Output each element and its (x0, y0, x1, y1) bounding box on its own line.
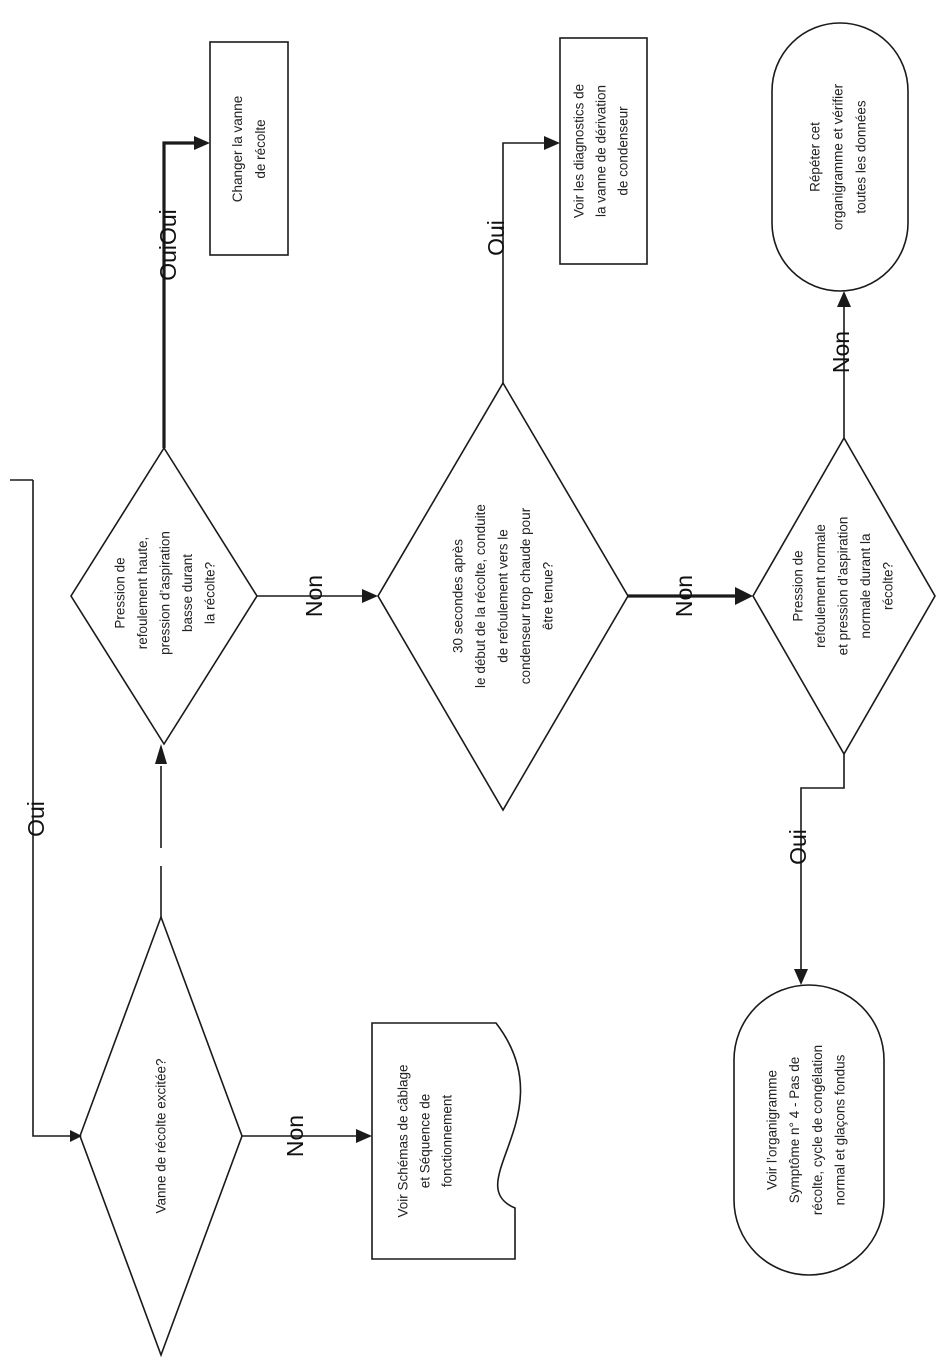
node-text-line: pression d’aspiration (158, 531, 173, 655)
node-text-line: condenseur trop chaude pour (518, 507, 533, 684)
voir-organigramme-label: Voir l’organigramme Symptôme n° 4 - Pas d… (765, 1045, 848, 1215)
node-text-line: récolte, cycle de congélation (810, 1045, 825, 1215)
trente-secondes-diamond (377, 381, 629, 812)
pression-haute-diamond (70, 446, 258, 746)
vanne-excitee-label: Vanne de récolte excitée? (154, 1058, 169, 1213)
pression-haute-label: Pression de refoulement haute, pression d’… (113, 531, 218, 655)
node-text-line: la vanne de dérivation (594, 85, 609, 217)
changer-vanne-label: Changer la vanne de récolte (230, 96, 268, 203)
edge-oui-diag-line (502, 142, 546, 383)
repeter-label: Répéter cet organigramme et vérifier toute… (808, 83, 869, 230)
node-text-line: refoulement haute, (135, 537, 150, 650)
node-text-line: Voir l’organigramme (765, 1070, 780, 1190)
voir-diagnostics-label: Voir les diagnostics de la vanne de dériv… (572, 84, 631, 218)
node-text-line: normale durant la (858, 533, 873, 639)
node-text-line: Répéter cet (808, 122, 823, 192)
node-text-line: de récolte (253, 119, 268, 178)
node-text-line: la récolte? (203, 562, 218, 624)
node-text-line: Changer la vanne (230, 96, 245, 203)
edge-oui-top-line (32, 480, 80, 1137)
node-text-line: de condenseur (616, 106, 631, 196)
edge-ouioui-line (162, 141, 196, 448)
voir-schemas-label: Voir Schémas de câblage et Séquence de fon… (396, 1064, 455, 1217)
edge-label-oui-top: Oui (23, 801, 49, 837)
node-text-line: Symptôme n° 4 - Pas de (787, 1057, 802, 1203)
edge-label-non-schemas: Non (282, 1115, 308, 1157)
vanne-excitee-diamond (79, 914, 243, 1357)
trente-secondes-label: 30 secondes après le début de la récolte,… (451, 504, 556, 688)
node-text-line: et Séquence de (418, 1094, 433, 1189)
pression-normale-label: Pression de refoulement normale et pressio… (791, 517, 896, 656)
node-text-line: et pression d’aspiration (836, 517, 851, 656)
voir-schemas-document (371, 1022, 522, 1260)
node-text-line: Voir Schémas de câblage (396, 1064, 411, 1217)
edge-label-oui-org: Oui (785, 829, 811, 865)
node-text-line: Pression de (113, 557, 128, 628)
edge-oui-org-line (800, 754, 845, 971)
voir-organigramme-terminator (733, 984, 885, 1276)
node-text-line: fonctionnement (440, 1095, 455, 1188)
node-text-line: toutes les données (854, 100, 869, 214)
edge-label-non-trente: Non (301, 575, 327, 617)
node-text-line: de refoulement vers le (496, 529, 511, 663)
changer-vanne-box (209, 41, 289, 256)
edge-label-non-repeter: Non (828, 331, 854, 373)
node-text-line: basse durant (180, 554, 195, 632)
node-text-line: 30 secondes après (451, 539, 466, 653)
node-text-line: être tenue? (541, 562, 556, 630)
node-text-line: organigramme et vérifier (831, 83, 846, 230)
node-text-line: le début de la récolte, conduite (473, 504, 488, 688)
node-text-line: Vanne de récolte excitée? (154, 1058, 169, 1213)
node-text-line: normal et glaçons fondus (832, 1054, 847, 1205)
node-text-line: refoulement normale (813, 524, 828, 648)
edge-label-ouioui: OuiOui (155, 209, 181, 281)
repeter-terminator (771, 22, 909, 292)
node-text-line: récolte? (881, 562, 896, 610)
voir-diagnostics-box (559, 37, 648, 265)
node-text-line: Pression de (791, 550, 806, 621)
node-text-line: Voir les diagnostics de (572, 84, 587, 218)
edge-label-oui-diag: Oui (483, 220, 509, 256)
edge-label-non-normale: Non (671, 575, 697, 617)
